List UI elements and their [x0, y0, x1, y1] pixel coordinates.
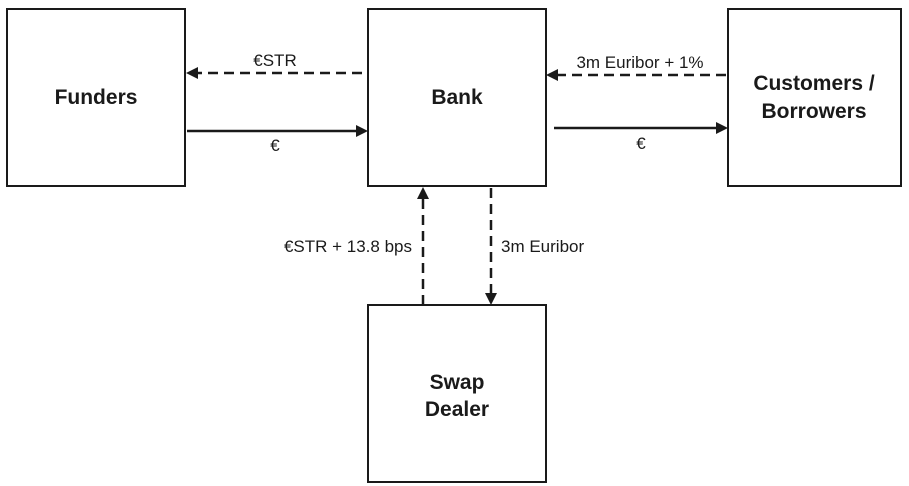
bank-label: Bank — [431, 86, 483, 109]
edge-dealer-to-bank: €STR + 13.8 bps — [284, 187, 429, 305]
swap-dealer-box — [367, 304, 547, 483]
edge-funders-to-bank: € — [187, 125, 368, 155]
node-funders: Funders — [6, 8, 186, 187]
node-swap-dealer: Swap Dealer — [367, 304, 547, 483]
bank-to-customers-label: € — [636, 134, 646, 153]
edge-customers-to-bank: 3m Euribor + 1% — [546, 53, 726, 81]
funders-label: Funders — [55, 86, 138, 109]
arrowhead-left-icon — [546, 69, 558, 81]
bank-to-funders-label: €STR — [253, 51, 296, 70]
node-customers: Customers / Borrowers — [727, 8, 902, 187]
dealer-to-bank-label: €STR + 13.8 bps — [284, 237, 412, 256]
bank-to-dealer-label: 3m Euribor — [501, 237, 584, 256]
arrowhead-left-icon — [186, 67, 198, 79]
funders-to-bank-label: € — [270, 136, 280, 155]
swap-dealer-label-line2: Dealer — [425, 398, 489, 421]
arrowhead-down-icon — [485, 293, 497, 305]
node-bank: Bank — [367, 8, 547, 187]
arrowhead-up-icon — [417, 187, 429, 199]
customers-label-line1: Customers / — [753, 72, 875, 95]
edge-bank-to-funders: €STR — [186, 51, 362, 79]
arrowhead-right-icon — [716, 122, 728, 134]
edge-bank-to-customers: € — [554, 122, 728, 153]
swap-dealer-label-line1: Swap — [430, 371, 485, 394]
funders-box — [6, 8, 186, 187]
customers-box — [727, 8, 902, 187]
arrowhead-right-icon — [356, 125, 368, 137]
customers-to-bank-label: 3m Euribor + 1% — [576, 53, 703, 72]
edge-bank-to-dealer: 3m Euribor — [485, 188, 584, 305]
bank-box — [367, 8, 547, 187]
customers-label-line2: Borrowers — [761, 100, 866, 123]
